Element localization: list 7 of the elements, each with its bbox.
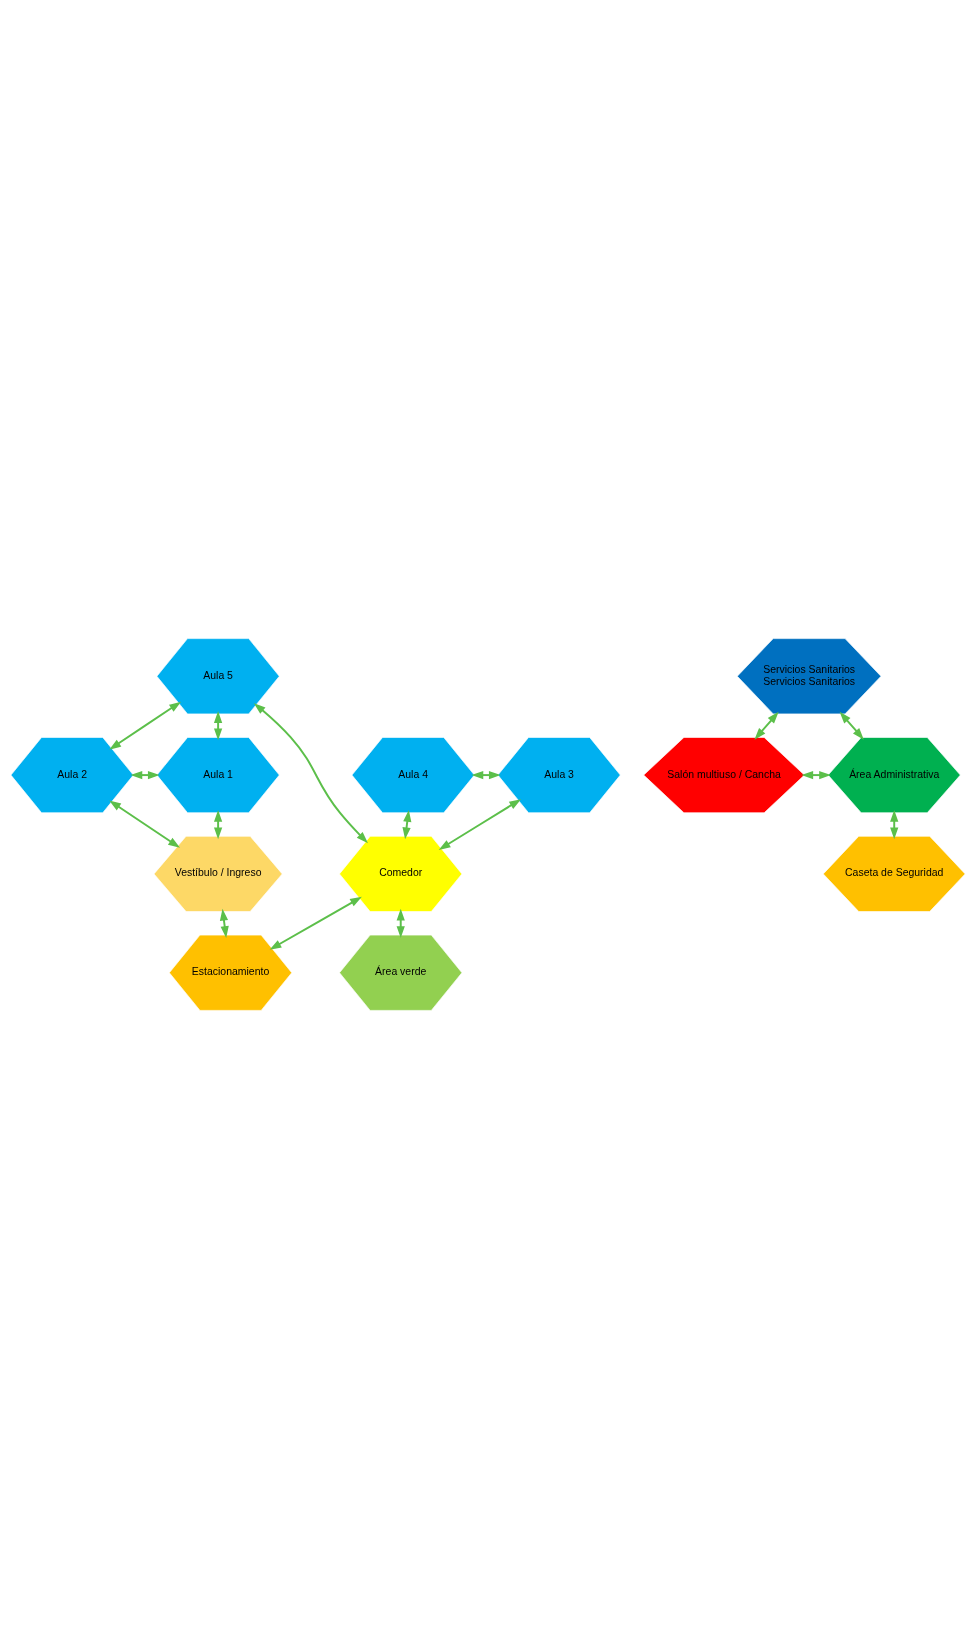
arrow — [109, 701, 182, 750]
arrow — [253, 703, 368, 844]
arrow — [269, 896, 362, 950]
arrow — [109, 800, 181, 848]
arrow — [438, 799, 522, 850]
arrow — [839, 711, 864, 740]
arrow — [754, 711, 779, 740]
